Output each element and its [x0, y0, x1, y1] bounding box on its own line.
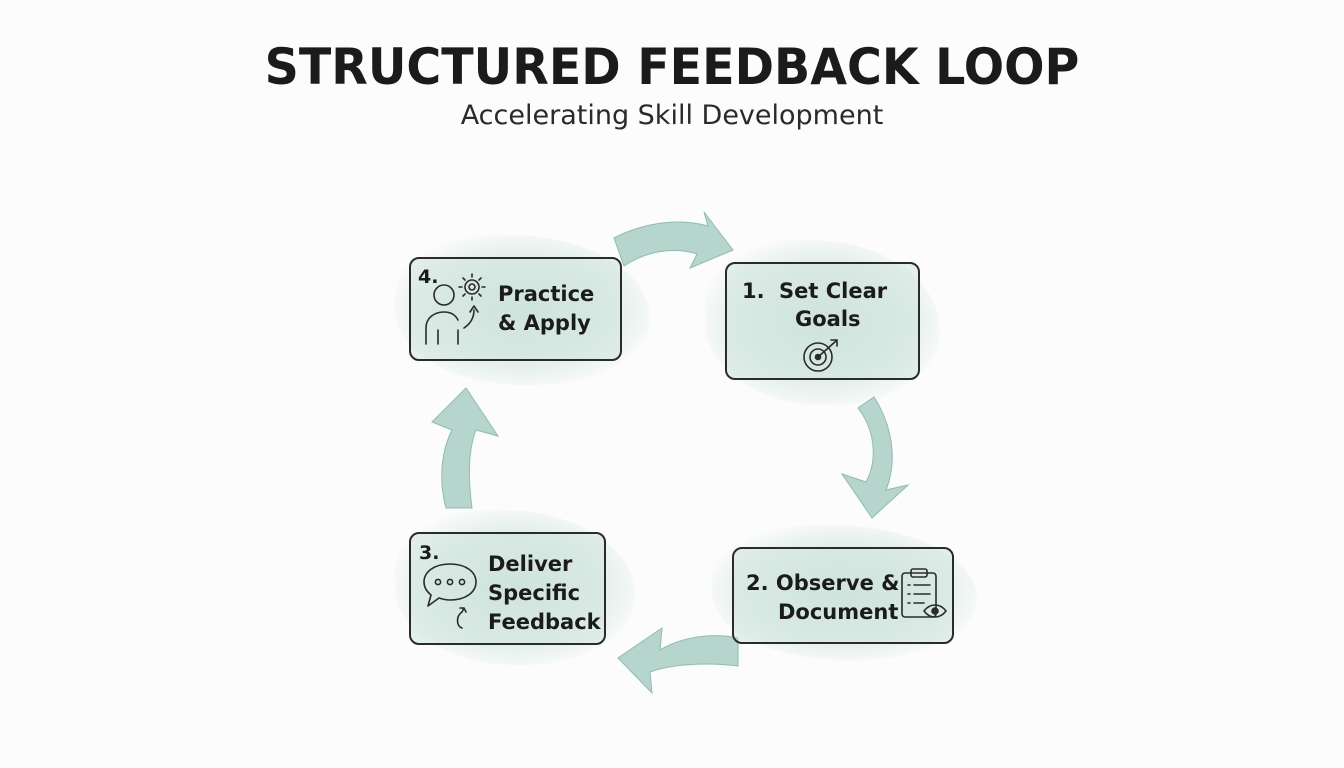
- target-icon: [803, 339, 838, 372]
- step-label-4-line1: Practice: [498, 282, 595, 306]
- arrow-3-to-4: [431, 387, 500, 509]
- page-subtitle: Accelerating Skill Development: [460, 100, 884, 131]
- step-box-4: [409, 257, 622, 361]
- step-box-3: [409, 532, 606, 645]
- step-label-2-text1: Observe &: [775, 571, 900, 595]
- step-label-2-line1: 2. Observe &: [746, 569, 899, 598]
- step-number-4: 4.: [418, 266, 439, 288]
- step-label-2-line2: Document: [778, 600, 899, 624]
- speech-bubble-icon: [423, 563, 477, 629]
- step-label-1-line2: Goals: [795, 307, 861, 331]
- page-title: STRUCTURED FEEDBACK LOOP: [264, 38, 1080, 96]
- step-box-1: [725, 262, 920, 380]
- step-number-3: 3.: [419, 542, 440, 564]
- arrow-1-to-2: [840, 396, 910, 519]
- step-label-1-line1: Set Clear: [779, 279, 888, 303]
- step-number-2: 2.: [746, 571, 769, 595]
- step-label-4-line2: & Apply: [498, 311, 591, 335]
- clipboard-eye-icon: [901, 568, 947, 618]
- step-number-1: 1.: [742, 279, 765, 303]
- step-label-3-line3: Feedback: [488, 610, 601, 634]
- step-label-3-line2: Specific: [488, 581, 581, 605]
- step-box-2: [732, 547, 954, 644]
- person-gear-icon: [425, 273, 486, 345]
- arrow-2-to-3: [617, 626, 739, 695]
- arrow-4-to-1: [613, 211, 734, 269]
- step-label-3-line1: Deliver: [488, 552, 573, 576]
